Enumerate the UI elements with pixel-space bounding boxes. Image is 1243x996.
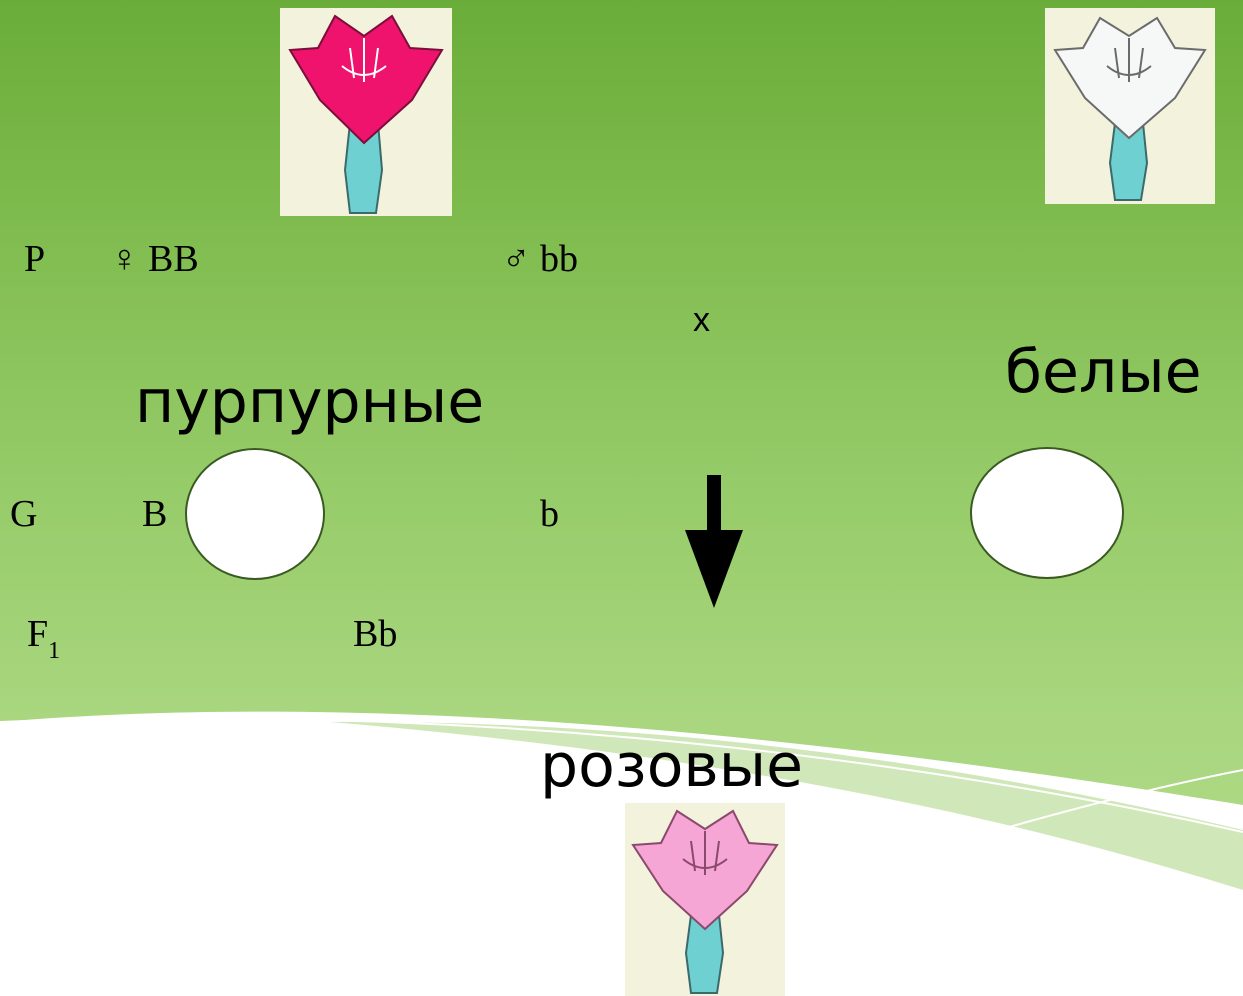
female-gamete: B: [142, 493, 168, 535]
flower-pink: [625, 803, 785, 996]
male-gamete: b: [540, 493, 559, 535]
gamete-circle-right: [970, 447, 1124, 579]
phenotype-purple: пурпурные: [135, 367, 485, 437]
f1-label: F1: [27, 613, 60, 663]
f1-letter: F: [27, 613, 49, 655]
gametes-label: G: [10, 493, 38, 535]
female-genotype: ♀ BB: [110, 238, 199, 280]
phenotype-pink: розовые: [540, 731, 804, 801]
phenotype-white: белые: [1005, 337, 1202, 407]
flower-purple: [280, 8, 452, 216]
f1-subscript: 1: [48, 638, 61, 664]
cross-symbol: x: [693, 301, 710, 339]
male-genotype: ♂ bb: [502, 238, 578, 280]
down-arrow-icon: [685, 475, 743, 608]
flower-white: [1045, 8, 1215, 204]
gamete-circle-left: [185, 448, 325, 580]
f1-genotype: Bb: [353, 613, 398, 655]
parents-label: P: [24, 238, 46, 280]
